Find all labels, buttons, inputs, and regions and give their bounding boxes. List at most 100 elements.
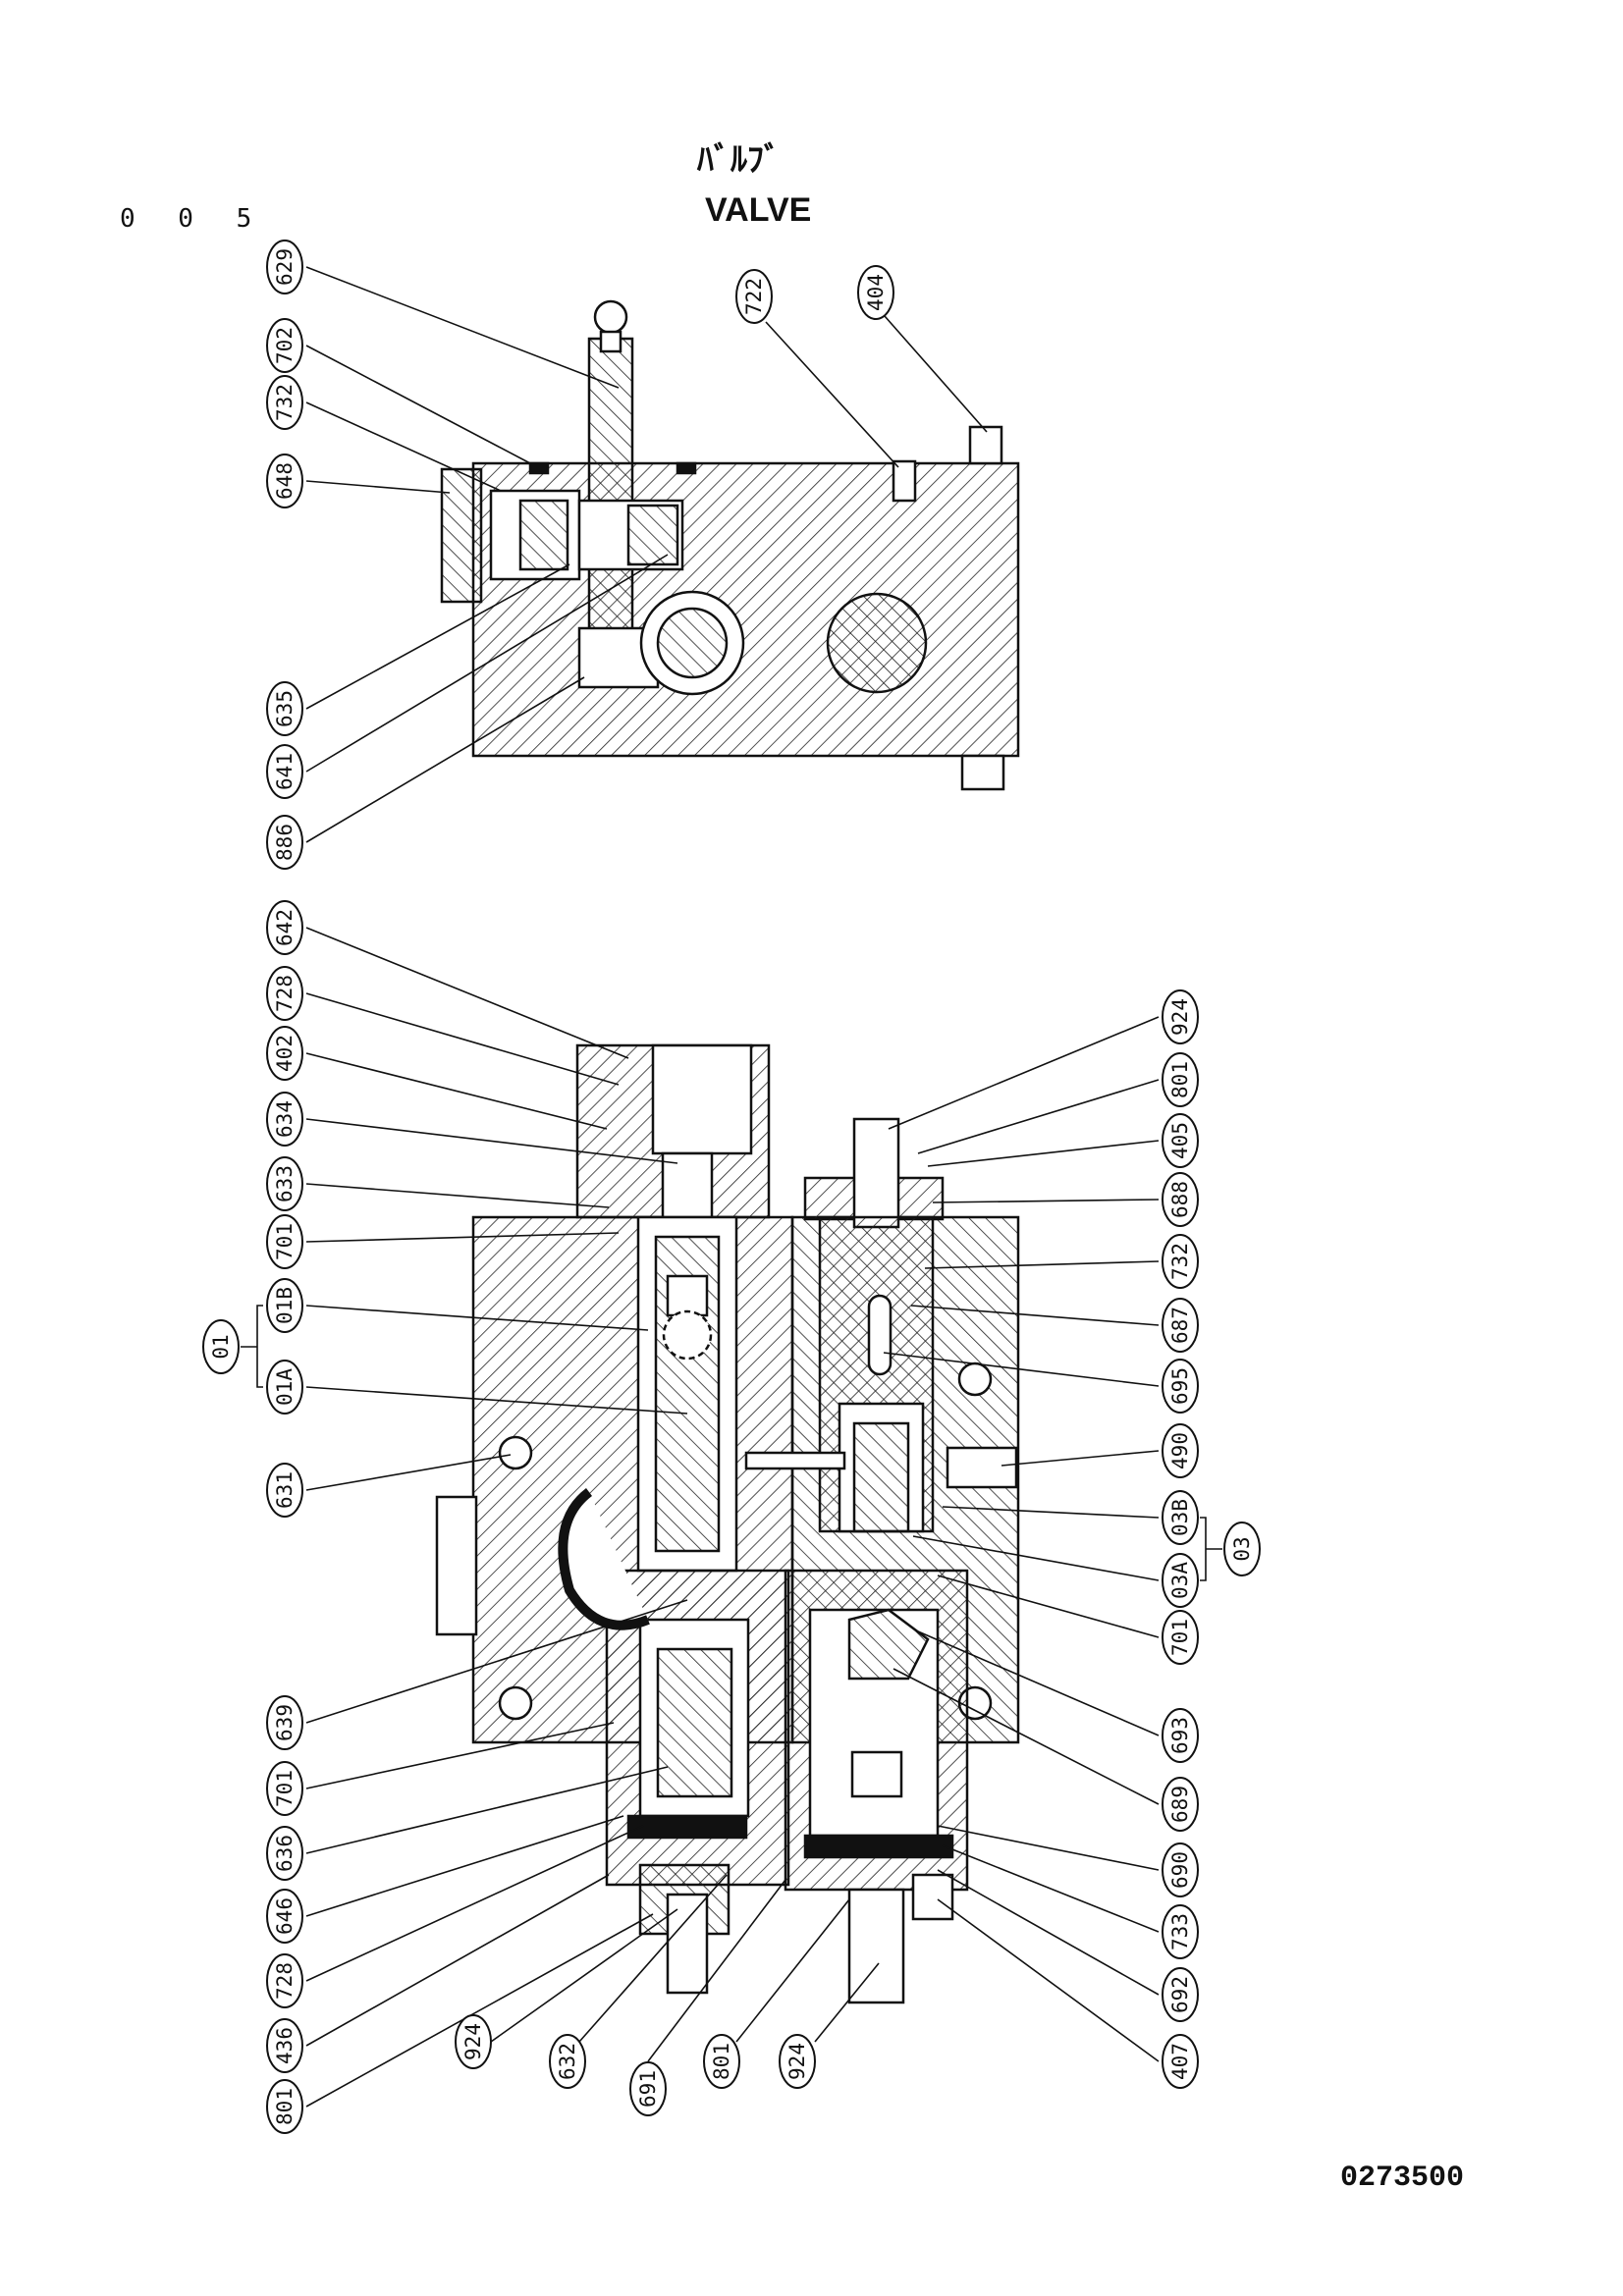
callout-689 (1162, 1777, 1199, 1832)
label-641: 641 (273, 753, 297, 790)
label-03A: 03A (1168, 1562, 1192, 1599)
callout-642 (266, 900, 303, 955)
callout-732b (1162, 1234, 1199, 1289)
callout-924a (455, 2014, 492, 2069)
callout-405 (1162, 1113, 1199, 1168)
label-636: 636 (273, 1835, 297, 1872)
callout-641 (266, 744, 303, 799)
title-japanese: ﾊﾞﾙﾌﾞ (697, 140, 781, 180)
top-valve-body (440, 299, 1020, 791)
label-634: 634 (273, 1100, 297, 1138)
callout-490 (1162, 1423, 1199, 1478)
callout-692 (1162, 1967, 1199, 2022)
callout-690 (1162, 1842, 1199, 1897)
callout-693 (1162, 1708, 1199, 1763)
label-733: 733 (1168, 1913, 1192, 1950)
drawing-number: 0273500 (1340, 2162, 1465, 2195)
label-693: 693 (1168, 1717, 1192, 1754)
label-407: 407 (1168, 2043, 1192, 2080)
callout-728b (266, 1953, 303, 2008)
callout-924c (1162, 989, 1199, 1044)
label-732b: 732 (1168, 1243, 1192, 1280)
bottom-valve-body (435, 1043, 1020, 2004)
callout-629 (266, 240, 303, 294)
callout-639 (266, 1695, 303, 1750)
label-801b: 801 (710, 2043, 733, 2080)
label-646: 646 (273, 1897, 297, 1935)
label-701b: 701 (273, 1770, 297, 1807)
label-632: 632 (556, 2043, 579, 2080)
callout-688 (1162, 1172, 1199, 1227)
label-436: 436 (273, 2027, 297, 2064)
callout-407 (1162, 2034, 1199, 2089)
title-english: VALVE (705, 191, 812, 229)
label-639: 639 (273, 1704, 297, 1741)
label-728b: 728 (273, 1962, 297, 2000)
callout-701c (1162, 1610, 1199, 1665)
label-490: 490 (1168, 1432, 1192, 1469)
label-635: 635 (273, 690, 297, 727)
label-692: 692 (1168, 1976, 1192, 2013)
callout-01 (202, 1319, 240, 1374)
callout-632 (549, 2034, 586, 2089)
label-01A: 01A (273, 1368, 297, 1406)
label-701a: 701 (273, 1223, 297, 1260)
callout-436 (266, 2018, 303, 2073)
callout-691 (629, 2061, 667, 2116)
label-01: 01 (209, 1334, 233, 1359)
callout-01B (266, 1278, 303, 1333)
label-689: 689 (1168, 1786, 1192, 1823)
label-629: 629 (273, 248, 297, 286)
callout-801b (703, 2034, 740, 2089)
label-728a: 728 (273, 975, 297, 1012)
label-687: 687 (1168, 1307, 1192, 1344)
callout-701b (266, 1761, 303, 1816)
callout-701a (266, 1214, 303, 1269)
callout-404 (857, 265, 894, 320)
callout-635 (266, 681, 303, 736)
label-690: 690 (1168, 1851, 1192, 1889)
callout-702 (266, 318, 303, 373)
label-648: 648 (273, 462, 297, 500)
callout-634 (266, 1092, 303, 1147)
label-631: 631 (273, 1471, 297, 1509)
callout-646 (266, 1889, 303, 1944)
label-01B: 01B (273, 1287, 297, 1324)
label-924a: 924 (461, 2023, 485, 2060)
label-642: 642 (273, 909, 297, 946)
callout-687 (1162, 1298, 1199, 1353)
leader-lines (241, 266, 1222, 2108)
callout-labels: 629 702 732 648 635 641 886 722 404 642 … (209, 248, 1254, 2125)
callout-circles (202, 240, 1261, 2134)
callout-722 (735, 269, 773, 324)
callout-728a (266, 966, 303, 1021)
callout-801c (1162, 1052, 1199, 1107)
page-number: 0 0 5 (120, 204, 266, 234)
callout-01A (266, 1360, 303, 1415)
label-722: 722 (742, 278, 766, 315)
label-702: 702 (273, 327, 297, 364)
callout-801a (266, 2079, 303, 2134)
callout-636 (266, 1826, 303, 1881)
label-405: 405 (1168, 1122, 1192, 1159)
label-03B: 03B (1168, 1499, 1192, 1536)
callout-648 (266, 454, 303, 508)
label-801a: 801 (273, 2088, 297, 2125)
callout-633 (266, 1156, 303, 1211)
label-924b: 924 (785, 2043, 809, 2080)
label-801c: 801 (1168, 1061, 1192, 1098)
label-886: 886 (273, 824, 297, 861)
callout-631 (266, 1463, 303, 1518)
callout-733 (1162, 1904, 1199, 1959)
label-03: 03 (1230, 1536, 1254, 1561)
callout-695 (1162, 1359, 1199, 1414)
callout-732a (266, 375, 303, 430)
callout-924b (779, 2034, 816, 2089)
callout-03A (1162, 1553, 1199, 1608)
label-688: 688 (1168, 1181, 1192, 1218)
label-691: 691 (636, 2070, 660, 2108)
label-701c: 701 (1168, 1619, 1192, 1656)
callout-886 (266, 815, 303, 870)
callout-402 (266, 1026, 303, 1081)
